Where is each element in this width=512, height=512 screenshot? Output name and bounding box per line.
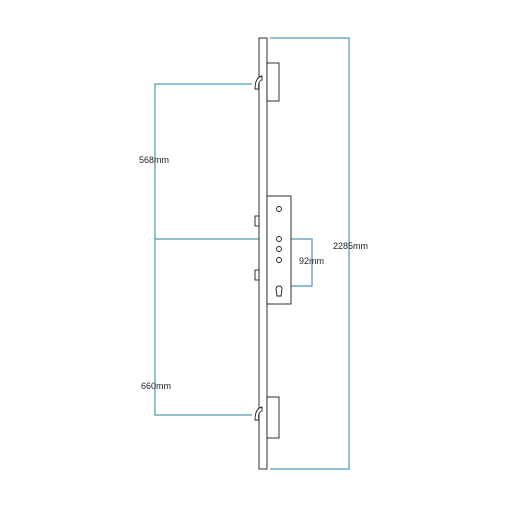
top-hook-case (266, 62, 280, 102)
bottom-hook (254, 406, 263, 421)
top-hook-bracket (154, 83, 252, 239)
cylinder-cutout (275, 285, 283, 297)
follower-hole (276, 236, 282, 242)
total-length-label: 2285mm (333, 241, 368, 251)
top-hook (254, 75, 263, 90)
bottom-hook-distance-label: 660mm (141, 381, 171, 391)
screw-hole-upper (276, 246, 282, 252)
latch-lower (254, 269, 260, 281)
total-length-bracket (270, 37, 350, 470)
lock-assembly (254, 37, 292, 470)
faceplate (258, 37, 268, 470)
bottom-hook-bracket (154, 239, 252, 416)
backset-bracket (155, 238, 313, 287)
bottom-hook-case (266, 396, 280, 439)
follower-hole-top (276, 206, 282, 212)
latch-upper (254, 215, 260, 227)
backset-centers-label: 92mm (299, 256, 324, 266)
screw-hole-lower (276, 257, 282, 263)
dimension-lines (154, 37, 350, 470)
top-hook-distance-label: 568mm (139, 155, 169, 165)
